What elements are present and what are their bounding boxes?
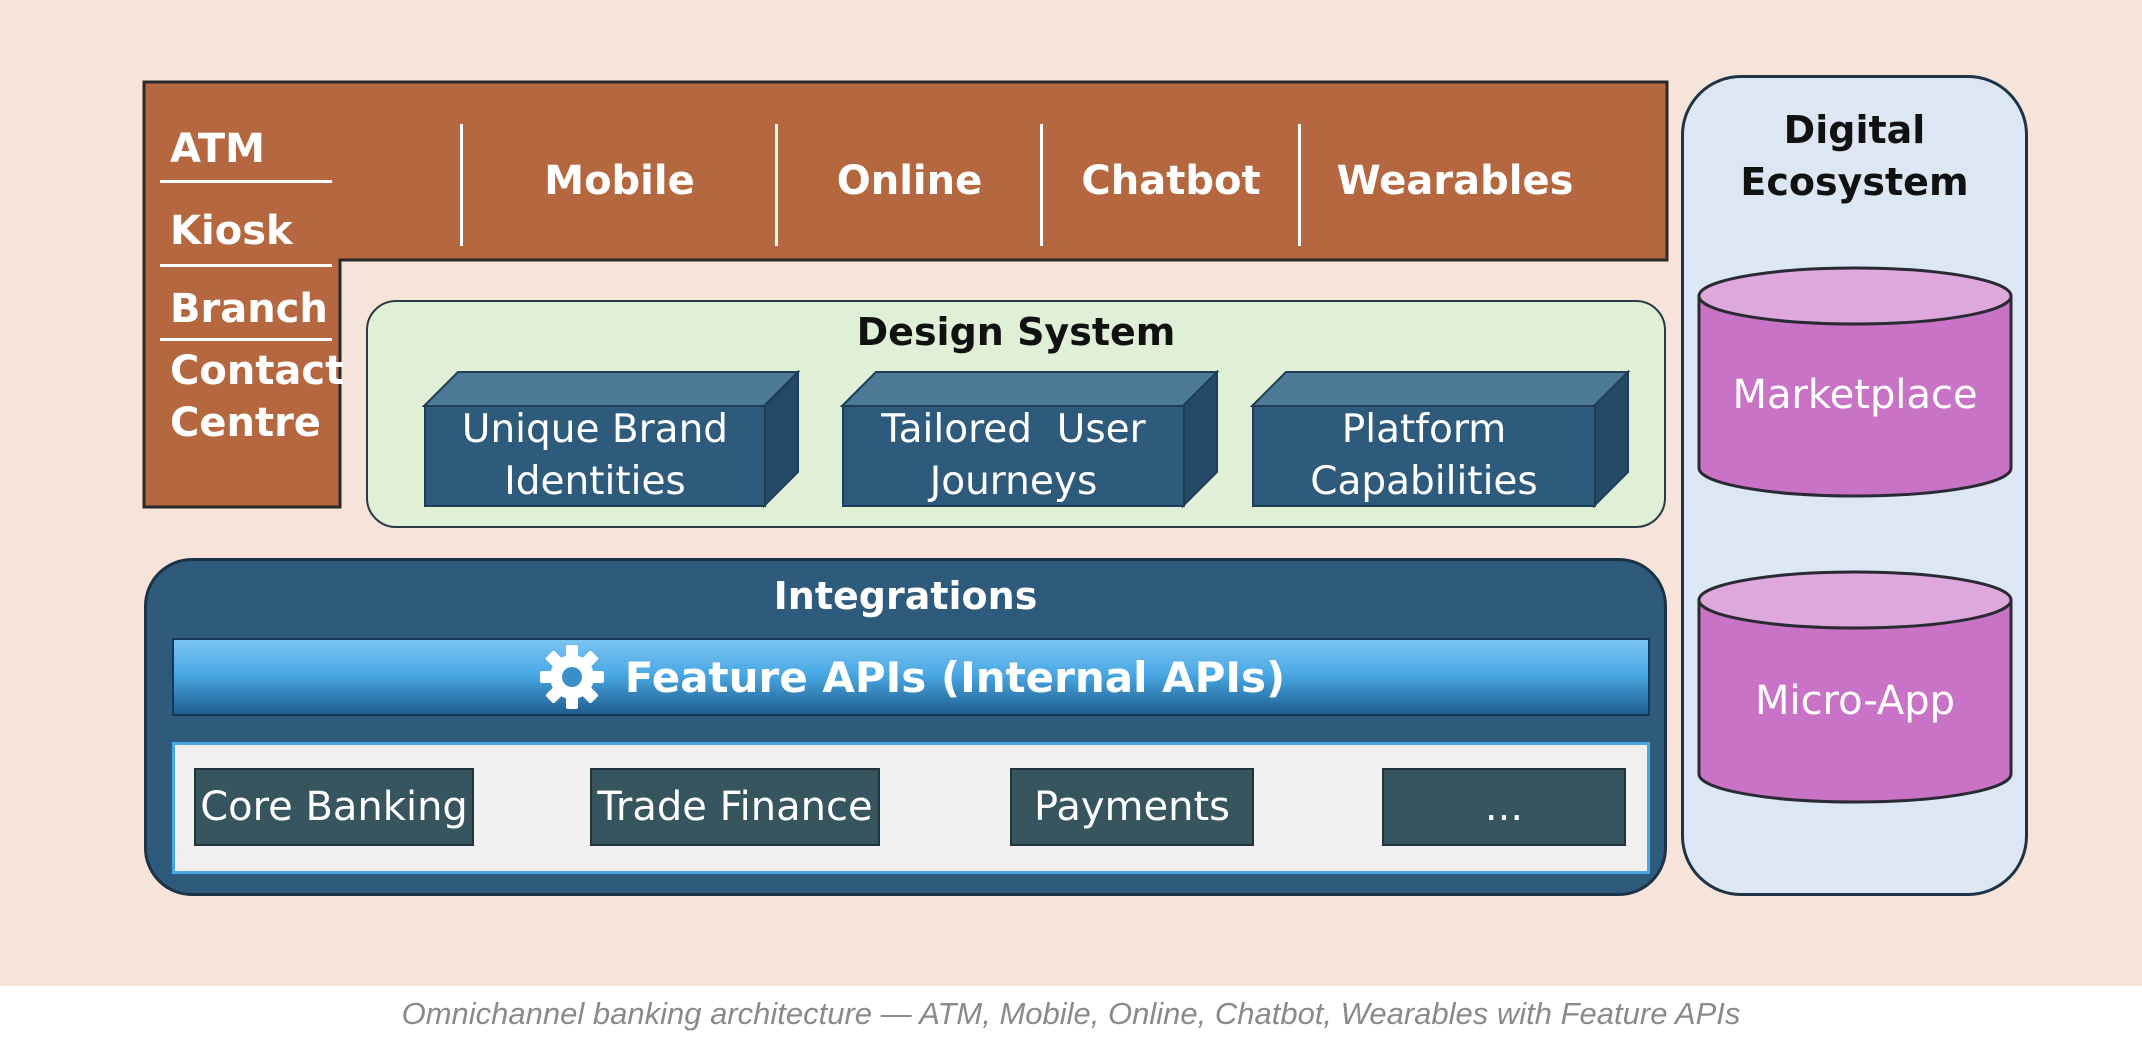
channel-branch: Branch xyxy=(170,286,328,332)
channel-centre: Centre xyxy=(170,400,321,446)
cylinder-marketplace-body xyxy=(1697,296,2013,498)
design-box-line: Unique Brand xyxy=(461,407,729,452)
cylinder-marketplace-label: Marketplace xyxy=(1732,372,1978,418)
channel-mobile: Mobile xyxy=(544,158,695,204)
ecosystem-title-line1: Digital xyxy=(1783,108,1926,152)
cylinder-microapp-label: Micro-App xyxy=(1754,678,1956,724)
design-box-line: Tailored User xyxy=(881,407,1146,452)
service-label: Core Banking xyxy=(200,784,468,830)
architecture-diagram: ATM Kiosk Branch Contact Centre Mobile O… xyxy=(0,0,2142,986)
service-label: Payments xyxy=(1034,784,1230,830)
channel-divider xyxy=(160,338,332,341)
channels-band xyxy=(142,80,1669,509)
channel-divider xyxy=(775,124,778,246)
integrations-title: Integrations xyxy=(773,574,1038,618)
service-label: Trade Finance xyxy=(597,784,873,830)
channel-divider xyxy=(160,180,332,183)
cylinder-microapp-body xyxy=(1697,600,2013,804)
channel-online: Online xyxy=(836,158,983,204)
feature-apis-label: Feature APIs (Internal APIs) xyxy=(624,652,1286,702)
service-trade-finance: Trade Finance xyxy=(590,768,880,846)
service-more: ... xyxy=(1382,768,1626,846)
service-label: ... xyxy=(1484,784,1524,830)
cylinder-marketplace-top xyxy=(1697,266,2013,326)
design-box-line: Journeys xyxy=(929,459,1098,504)
design-box-brand-identities: Unique Brand Identities xyxy=(424,405,766,507)
design-box-line: Identities xyxy=(504,459,686,504)
channel-divider xyxy=(1298,124,1301,246)
ecosystem-title-line2: Ecosystem xyxy=(1740,160,1969,204)
design-system-title: Design System xyxy=(856,310,1176,354)
channel-kiosk: Kiosk xyxy=(170,208,293,254)
channel-atm: ATM xyxy=(170,126,265,172)
service-payments: Payments xyxy=(1010,768,1254,846)
channel-divider xyxy=(1040,124,1043,246)
design-box-line: Capabilities xyxy=(1310,459,1538,504)
cylinder-microapp-top xyxy=(1697,570,2013,630)
feature-apis-bar: Feature APIs (Internal APIs) xyxy=(172,638,1650,716)
channel-divider xyxy=(460,124,463,246)
channel-contact: Contact xyxy=(170,348,345,394)
gear-icon xyxy=(539,645,604,709)
service-core-banking: Core Banking xyxy=(194,768,474,846)
channel-wearables: Wearables xyxy=(1336,158,1574,204)
design-box-line: Platform xyxy=(1341,407,1507,452)
channel-chatbot: Chatbot xyxy=(1081,158,1261,204)
ecosystem-cylinders xyxy=(1697,266,2013,804)
box-3d-shading xyxy=(421,369,1631,509)
figure-caption: Omnichannel banking architecture — ATM, … xyxy=(401,996,1741,1031)
design-box-platform-capabilities: Platform Capabilities xyxy=(1252,405,1596,507)
channel-divider xyxy=(160,264,332,267)
design-box-user-journeys: Tailored User Journeys xyxy=(842,405,1185,507)
